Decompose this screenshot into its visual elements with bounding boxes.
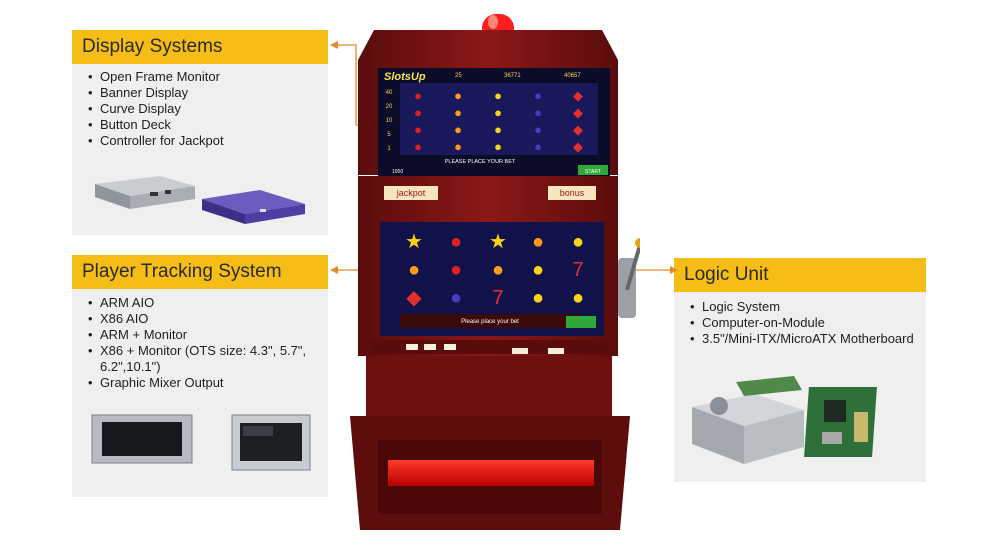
svg-text:★: ★ <box>489 231 507 253</box>
slot-machine-illustration: SlotsUp 25 36771 40657 ●●●● ●●●● ●●●● ●●… <box>350 14 640 530</box>
start-button-top[interactable] <box>578 165 608 175</box>
svg-text:●: ● <box>532 287 544 309</box>
list-item: X86 AIO <box>86 311 326 327</box>
list-item: X86 + Monitor (OTS size: 4.3", 5.7", 6.2… <box>86 343 326 375</box>
lever-knob-icon <box>635 238 640 248</box>
list-item: Banner Display <box>86 85 224 101</box>
top-prompt: PLEASE PLACE YOUR BET <box>445 159 516 165</box>
top-reels: ● ● ● ● ● ● ● ● ● ● ● ● ● ● ● ● ◆ ◆ ◆ ◆ <box>400 83 598 155</box>
svg-text:●: ● <box>494 139 502 154</box>
win-line-label: 10 <box>386 118 393 124</box>
deck-button[interactable] <box>444 344 456 350</box>
svg-text:●: ● <box>454 88 462 103</box>
svg-text:●: ● <box>414 139 422 154</box>
win-line-label: 1 <box>387 146 391 152</box>
svg-text:●: ● <box>450 231 462 253</box>
player-tracking-panel: Player Tracking System ARM AIO X86 AIO A… <box>72 255 328 497</box>
svg-text:●: ● <box>534 105 542 120</box>
svg-text:●: ● <box>494 105 502 120</box>
logic-unit-list: Logic System Computer-on-Module 3.5"/Min… <box>688 299 918 347</box>
svg-text:●: ● <box>408 259 420 281</box>
win-line-label: 5 <box>387 132 391 138</box>
tracking-monitors-image <box>91 414 311 471</box>
svg-text:●: ● <box>532 259 544 281</box>
start-button-label: START <box>585 169 601 175</box>
list-item: Logic System <box>688 299 918 315</box>
list-item: Button Deck <box>86 117 224 133</box>
deck-button[interactable] <box>548 348 564 354</box>
svg-text:◆: ◆ <box>573 122 583 137</box>
svg-text:●: ● <box>532 231 544 253</box>
list-item: Computer-on-Module <box>688 315 918 331</box>
svg-text:●: ● <box>450 259 462 281</box>
cabinet-lower <box>366 356 612 416</box>
main-reels: ★ ● ★ ● ● ● ● ● ● 7 ◆ ● 7 ● ● <box>405 231 584 309</box>
controller-boxes-image <box>95 176 305 224</box>
svg-text:●: ● <box>534 122 542 137</box>
list-item: ARM + Monitor <box>86 327 326 343</box>
win-line-label: 40 <box>386 90 393 96</box>
deck-button[interactable] <box>424 344 436 350</box>
jackpot-label: jackpot <box>396 188 426 198</box>
list-item: Open Frame Monitor <box>86 69 224 85</box>
logic-boards-image <box>692 376 877 464</box>
logic-unit-panel: Logic Unit Logic System Computer-on-Modu… <box>674 258 926 482</box>
svg-text:●: ● <box>572 231 584 253</box>
svg-text:◆: ◆ <box>573 88 583 103</box>
svg-text:◆: ◆ <box>573 105 583 120</box>
display-systems-title: Display Systems <box>72 30 328 64</box>
svg-text:●: ● <box>414 122 422 137</box>
svg-text:7: 7 <box>492 287 503 309</box>
start-button-main[interactable] <box>566 316 596 328</box>
bottom-prompt: Please place your bet <box>461 319 519 325</box>
bonus-label: bonus <box>560 188 585 198</box>
svg-text:★: ★ <box>405 231 423 253</box>
display-systems-panel: Display Systems Open Frame Monitor Banne… <box>72 30 328 235</box>
list-item: ARM AIO <box>86 295 326 311</box>
svg-text:●: ● <box>414 105 422 120</box>
list-item: Graphic Mixer Output <box>86 375 326 391</box>
player-tracking-list: ARM AIO X86 AIO ARM + Monitor X86 + Moni… <box>86 295 326 391</box>
svg-text:●: ● <box>492 259 504 281</box>
svg-text:●: ● <box>454 122 462 137</box>
svg-text:●: ● <box>494 88 502 103</box>
list-item: 3.5"/Mini-ITX/MicroATX Motherboard <box>688 331 918 347</box>
top-counter: 25 <box>455 73 462 79</box>
jackpot-plate <box>384 186 438 200</box>
svg-text:●: ● <box>572 287 584 309</box>
svg-text:●: ● <box>454 139 462 154</box>
logic-unit-title: Logic Unit <box>674 258 926 292</box>
coin-tray-light <box>388 460 594 486</box>
deck-button[interactable] <box>406 344 418 350</box>
svg-text:●: ● <box>534 88 542 103</box>
top-counter: 36771 <box>504 73 521 79</box>
win-line-label: 20 <box>386 104 393 110</box>
top-counter: 40657 <box>564 73 581 79</box>
svg-text:●: ● <box>414 88 422 103</box>
bonus-plate <box>548 186 596 200</box>
machine-logo: SlotsUp <box>384 71 426 83</box>
svg-text:●: ● <box>494 122 502 137</box>
list-item: Controller for Jackpot <box>86 133 224 149</box>
svg-text:●: ● <box>534 139 542 154</box>
svg-text:●: ● <box>454 105 462 120</box>
credit-readout: 1000 <box>392 169 403 175</box>
svg-text:7: 7 <box>572 259 583 281</box>
player-tracking-title: Player Tracking System <box>72 255 328 289</box>
display-systems-list: Open Frame Monitor Banner Display Curve … <box>86 69 224 149</box>
svg-text:◆: ◆ <box>573 139 583 154</box>
svg-text:●: ● <box>450 287 462 309</box>
list-item: Curve Display <box>86 101 224 117</box>
deck-button[interactable] <box>512 348 528 354</box>
svg-text:◆: ◆ <box>406 287 422 309</box>
